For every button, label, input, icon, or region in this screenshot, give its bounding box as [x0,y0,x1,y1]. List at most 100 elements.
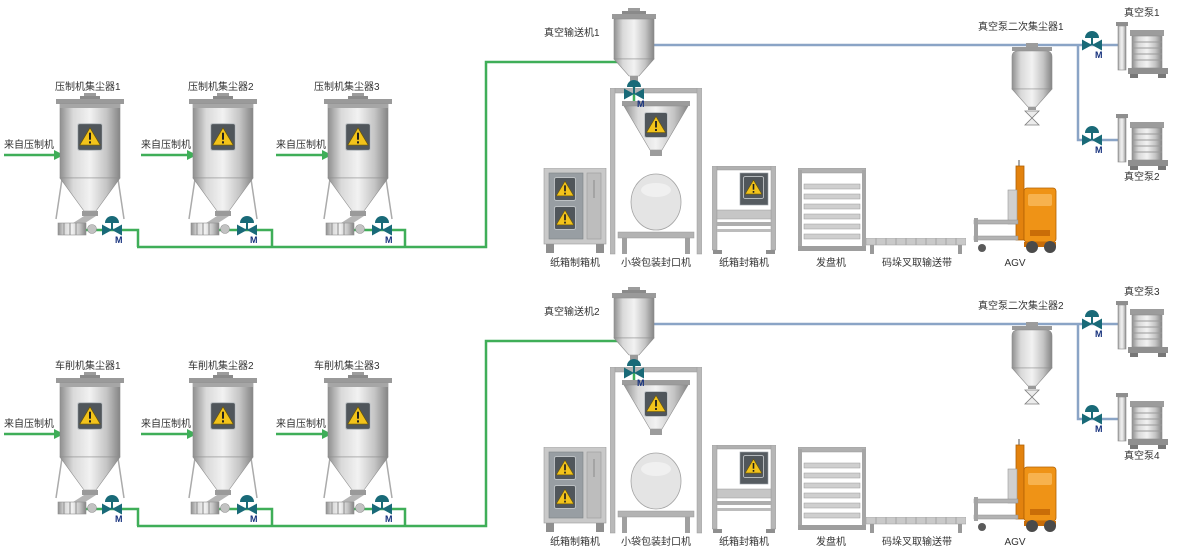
equipment-label: 码垛叉取输送带 [882,535,952,548]
equipment-label: 发盘机 [816,535,846,548]
bag-packing-sealer[interactable]: 小袋包装封口机 [610,88,702,269]
vacuum-pump-label: 真空泵4 [1124,449,1160,462]
vacuum-pump-2[interactable]: 真空泵2 [1116,113,1169,183]
source-arrow-head [187,150,197,160]
box-making-machine[interactable]: 纸箱制箱机 [544,168,606,269]
dust-collector-silo[interactable] [189,93,257,235]
dust-collector-2[interactable]: 压制机集尘器2 [188,80,257,235]
equipment-label: 发盘机 [816,256,846,269]
palletizing-conveyor[interactable]: 码垛叉取输送带 [866,238,966,269]
dust-collector-label: 车削机集尘器2 [188,359,254,372]
secondary-dust-collector[interactable]: 真空泵二次集尘器2 [978,299,1064,405]
dust-collector-1[interactable]: 压制机集尘器1 [55,80,124,235]
vacuum-pump-pipe [634,322,1120,421]
secondary-collector-label: 真空泵二次集尘器1 [978,20,1064,33]
source-feed-1: 来自压制机 [4,138,64,160]
palletizing-conveyor[interactable]: 码垛叉取输送带 [866,517,966,548]
vacuum-pump-label: 真空泵3 [1124,285,1160,298]
secondary-collector-vessel[interactable] [1011,43,1053,126]
box-making-machine[interactable]: 纸箱制箱机 [544,447,606,548]
dust-collector-label: 压制机集尘器1 [55,80,121,93]
source-label: 来自压制机 [276,417,326,430]
secondary-dust-collector[interactable]: 真空泵二次集尘器1 [978,20,1064,126]
pallet-dispenser[interactable]: 发盘机 [798,168,866,269]
dust-collector-label: 压制机集尘器2 [188,80,254,93]
vacuum-pump-label: 真空泵1 [1124,6,1160,19]
collector-suction-pipe [68,339,636,528]
source-feed-2: 来自压制机 [141,138,197,160]
source-feed-2: 来自压制机 [141,417,197,439]
dust-collector-silo[interactable] [324,93,392,235]
secondary-collector-vessel[interactable] [1011,322,1053,405]
conveyor-belt[interactable] [866,517,966,533]
vacuum-pump-unit[interactable] [1116,392,1169,449]
agv-vehicle[interactable] [973,439,1057,533]
equipment-label: 纸箱制箱机 [550,535,600,548]
carton-sealing-machine[interactable]: 纸箱封箱机 [712,166,776,269]
pallet-dispenser[interactable]: 发盘机 [798,447,866,548]
carton-sealing-machine[interactable]: 纸箱封箱机 [712,445,776,548]
equipment-label: AGV [1004,537,1025,548]
dust-collector-label: 压制机集尘器3 [314,80,380,93]
agv-forklift[interactable]: AGV [973,160,1057,269]
vacuum-pump-unit[interactable] [1116,300,1169,357]
source-label: 来自压制机 [141,138,191,151]
equipment-label: 纸箱封箱机 [719,256,769,269]
dust-collector-1[interactable]: 车削机集尘器1 [55,359,124,514]
equipment-label: AGV [1004,258,1025,269]
vacuum-pump-label: 真空泵2 [1124,170,1160,183]
vacuum-receiver[interactable] [611,287,657,361]
pallet-stack-machine[interactable] [798,168,866,252]
agv-vehicle[interactable] [973,160,1057,254]
bag-packing-frame[interactable] [610,367,702,533]
equipment-label: 小袋包装封口机 [621,256,691,269]
source-arrow-head [54,429,64,439]
equipment-label: 小袋包装封口机 [621,535,691,548]
equipment-label: 纸箱封箱机 [719,535,769,548]
conveyor-belt[interactable] [866,238,966,254]
source-label: 来自压制机 [276,138,326,151]
vacuum-conveyor[interactable]: 真空输送机2 [544,287,657,361]
collector-suction-pipe [68,60,636,249]
bag-packing-frame[interactable] [610,88,702,254]
process-line-1: 来自压制机 来自压制机 来自压制机 压制机集尘器1 压制机集尘器2 压制机集尘器… [4,6,1169,269]
source-label: 来自压制机 [141,417,191,430]
dust-collector-3[interactable]: 压制机集尘器3 [314,80,392,235]
secondary-collector-label: 真空泵二次集尘器2 [978,299,1064,312]
vacuum-pump-unit[interactable] [1116,113,1169,170]
dust-collector-silo[interactable] [189,372,257,514]
box-making-cabinet[interactable] [544,168,606,253]
equipment-label: 码垛叉取输送带 [882,256,952,269]
box-making-cabinet[interactable] [544,447,606,532]
source-arrow-head [322,429,332,439]
agv-forklift[interactable]: AGV [973,439,1057,548]
vacuum-conveyor[interactable]: 真空输送机1 [544,8,657,82]
vacuum-pump-1[interactable]: 真空泵1 [1116,6,1169,78]
vacuum-pump-2[interactable]: 真空泵4 [1116,392,1169,462]
process-line-2: 来自压制机 来自压制机 来自压制机 车削机集尘器1 车削机集尘器2 车削机集尘器… [4,285,1169,548]
dust-collector-2[interactable]: 车削机集尘器2 [188,359,257,514]
carton-sealer-frame[interactable] [712,166,776,254]
dust-collector-silo[interactable] [56,93,124,235]
dust-collector-3[interactable]: 车削机集尘器3 [314,359,392,514]
source-arrow-head [322,150,332,160]
dust-collector-silo[interactable] [56,372,124,514]
source-label: 来自压制机 [4,138,54,151]
carton-sealer-frame[interactable] [712,445,776,533]
vacuum-pump-1[interactable]: 真空泵3 [1116,285,1169,357]
source-arrow-head [187,429,197,439]
vacuum-pump-pipe [634,43,1120,142]
source-feed-1: 来自压制机 [4,417,64,439]
source-feed-3: 来自压制机 [276,138,332,160]
bag-packing-sealer[interactable]: 小袋包装封口机 [610,367,702,548]
dust-collector-label: 车削机集尘器1 [55,359,121,372]
dust-collector-silo[interactable] [324,372,392,514]
source-feed-3: 来自压制机 [276,417,332,439]
vacuum-pump-unit[interactable] [1116,21,1169,78]
pallet-stack-machine[interactable] [798,447,866,531]
dust-collector-label: 车削机集尘器3 [314,359,380,372]
vacuum-receiver[interactable] [611,8,657,82]
vacuum-conveyor-label: 真空输送机2 [544,305,600,318]
